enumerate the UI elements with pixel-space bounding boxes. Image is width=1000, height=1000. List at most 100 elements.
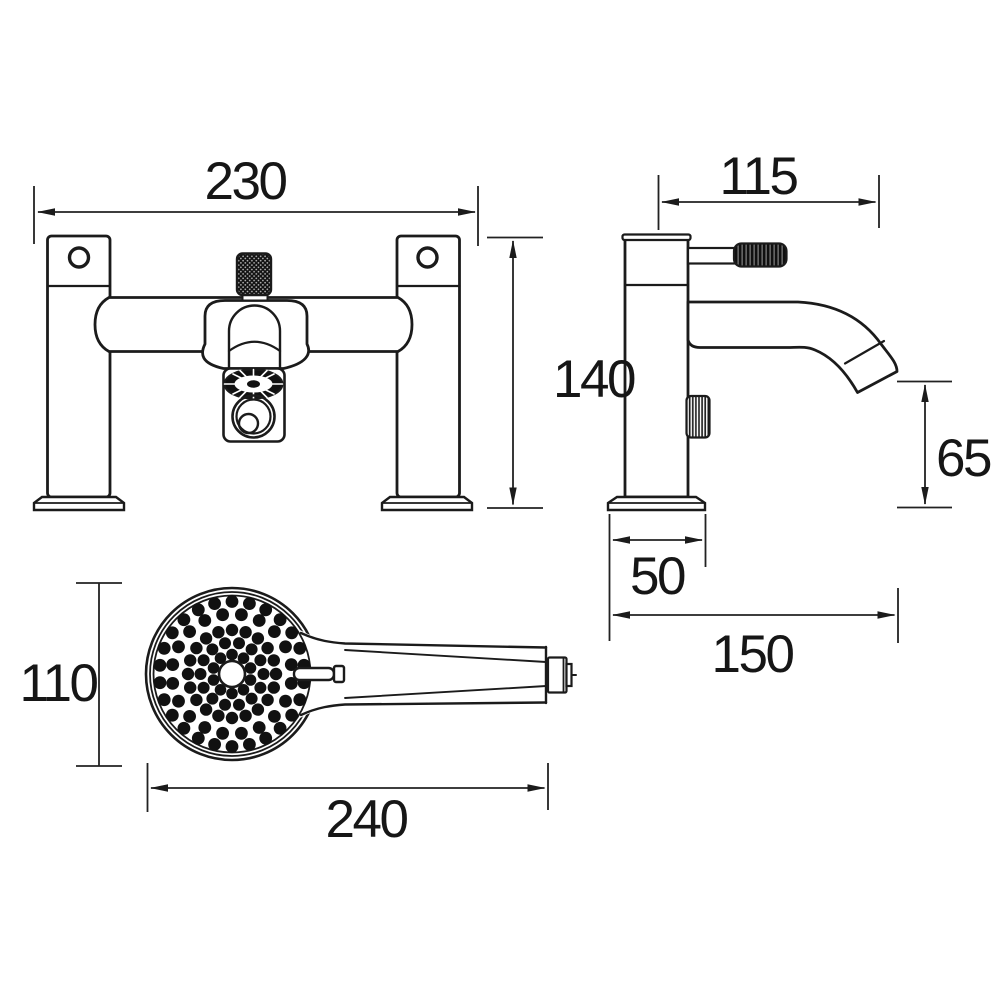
- spray-nozzle-dot: [235, 608, 248, 622]
- spray-nozzle-dot: [273, 613, 287, 627]
- front-left-base-flange: [32, 495, 126, 512]
- spray-nozzle-dot: [252, 614, 266, 627]
- dim-handset-head-label: 110: [20, 654, 98, 713]
- spray-nozzle-dot: [214, 684, 227, 696]
- dim-front-height-label: 140: [553, 350, 635, 409]
- spray-nozzle-dot: [251, 703, 265, 716]
- lever-grip: [732, 242, 788, 268]
- spray-nozzle-dot: [259, 603, 273, 617]
- dim-front-height: 140: [487, 236, 637, 509]
- outlet-neck-arc: [227, 340, 282, 353]
- front-left-pillar-screw: [67, 246, 91, 269]
- spray-nozzle-dot: [212, 626, 225, 639]
- spray-nozzle-dot: [252, 721, 266, 734]
- spray-nozzle-dot: [157, 693, 171, 707]
- cartridge-dome: [227, 304, 282, 370]
- spray-nozzle-dot: [245, 643, 258, 656]
- spray-nozzle-dot: [194, 668, 207, 680]
- side-base-flange: [606, 495, 707, 512]
- spray-mode-lever: [292, 664, 346, 684]
- spray-nozzle-dot: [181, 667, 195, 681]
- front-view: [32, 234, 474, 512]
- spray-nozzle-dot: [197, 681, 210, 694]
- dim-base-width: 50: [608, 514, 707, 641]
- spray-nozzle-dot: [172, 694, 185, 708]
- spray-nozzle-dot: [284, 677, 298, 690]
- spray-nozzle-dot: [273, 721, 287, 735]
- spray-nozzle-dot: [259, 731, 273, 745]
- spray-nozzle-dot: [225, 623, 239, 637]
- dim-base-width-label: 50: [630, 547, 685, 606]
- spray-nozzle-dot: [257, 668, 270, 680]
- spray-nozzle-dot: [219, 637, 231, 650]
- handset-handle-fill: [300, 630, 546, 718]
- spray-nozzle-dot: [285, 626, 299, 640]
- spray-nozzle-dot: [219, 698, 231, 711]
- spray-nozzle-dot: [284, 658, 298, 671]
- spray-nozzle-dot: [226, 687, 238, 700]
- dim-front-width-label: 230: [205, 152, 287, 211]
- dim-handset-head: 110: [20, 582, 122, 767]
- spray-nozzle-dot: [172, 640, 185, 654]
- spray-nozzle-dot: [197, 654, 210, 667]
- dim-front-width: 230: [33, 152, 479, 246]
- spray-nozzle-dot: [153, 676, 167, 690]
- spray-nozzle-dot: [293, 641, 307, 655]
- spray-nozzle-dot: [267, 681, 280, 694]
- spray-nozzle-dot: [166, 658, 180, 671]
- spray-nozzle-dot: [165, 626, 179, 640]
- spray-nozzle-dot: [225, 595, 239, 608]
- spray-nozzle-dot: [245, 692, 258, 705]
- spray-nozzle-dot: [243, 738, 256, 751]
- front-right-pillar-screw: [416, 246, 439, 269]
- spray-nozzle-dot: [191, 603, 205, 617]
- spray-nozzle-dot: [184, 681, 197, 694]
- spray-nozzle-dot: [184, 654, 197, 667]
- side-view: [606, 233, 899, 512]
- spray-nozzle-dot: [239, 709, 252, 722]
- spray-nozzle-dot: [207, 674, 220, 686]
- spray-nozzle-dot: [216, 608, 230, 622]
- spray-nozzle-dot: [239, 626, 252, 639]
- diverter-knob: [235, 252, 273, 297]
- spray-nozzle-dot: [268, 625, 281, 638]
- handset-handle-outline: [299, 631, 548, 717]
- spray-nozzle-dot: [165, 708, 179, 722]
- spray-nozzle-dot: [206, 643, 219, 656]
- spray-nozzle-dot: [191, 731, 205, 745]
- spray-nozzle-dot: [199, 632, 213, 645]
- spray-nozzle-dot: [183, 710, 197, 723]
- spray-nozzle-dot: [225, 711, 239, 725]
- spray-nozzle-dot: [190, 693, 203, 707]
- spray-nozzle-dot: [153, 658, 167, 672]
- dim-handset-length: 240: [146, 763, 549, 849]
- side-pillar: [623, 237, 690, 499]
- spray-nozzle-dot: [279, 694, 292, 708]
- spray-nozzle-dot: [198, 721, 212, 734]
- spray-nozzle-dot: [216, 726, 230, 740]
- spray-nozzle-dot: [268, 710, 281, 723]
- dim-spout-height-label: 65: [936, 429, 991, 488]
- spray-nozzle-dot: [208, 597, 222, 610]
- spray-nozzle-dot: [183, 625, 197, 638]
- valve-housing: [201, 299, 310, 370]
- front-left-pillar: [46, 234, 112, 499]
- spout: [686, 300, 899, 394]
- spray-nozzle-dot: [254, 681, 267, 694]
- spray-center-hole: [217, 659, 247, 689]
- hose-connector-thread: [685, 394, 711, 439]
- lever-arm: [686, 246, 737, 265]
- spray-nozzle-dot: [235, 726, 248, 740]
- spray-nozzle-dot: [190, 641, 203, 655]
- spray-nozzle-dot: [214, 652, 227, 664]
- spray-nozzle-dot: [208, 738, 222, 751]
- spray-nozzle-dot: [226, 648, 238, 661]
- handset-hose-connector: [546, 656, 577, 694]
- spray-nozzle-dot: [177, 721, 191, 735]
- side-pillar-cap: [621, 233, 692, 242]
- dim-side-projection-label: 115: [720, 147, 798, 206]
- dim-side-depth-label: 150: [712, 625, 794, 684]
- spray-nozzle-dot: [199, 703, 213, 716]
- spray-nozzle-dot: [261, 641, 274, 655]
